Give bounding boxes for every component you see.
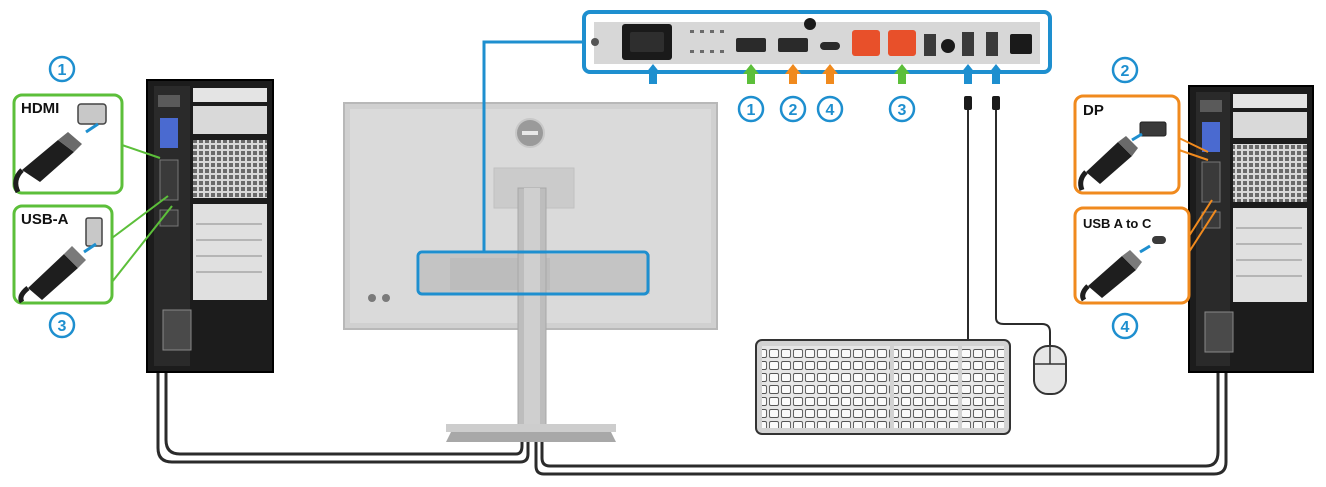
monitor-port-panel xyxy=(582,10,1052,74)
svg-text:2: 2 xyxy=(1121,63,1130,80)
lock-slot-icon xyxy=(804,18,816,30)
dp-callout-box: DP xyxy=(1073,94,1181,195)
left-tower-pc xyxy=(146,79,274,373)
panel-callout-1: 1 xyxy=(737,95,765,123)
svg-text:4: 4 xyxy=(1121,319,1130,336)
monitor-icon xyxy=(343,102,718,442)
hdmi-label: HDMI xyxy=(21,100,59,117)
cable-plugs xyxy=(964,96,1000,110)
usb-c-leader-line-1 xyxy=(1188,199,1213,237)
right-tower-pc xyxy=(1188,85,1314,373)
keyboard-icon xyxy=(755,339,1011,435)
usb-a-plug-icon xyxy=(18,217,103,304)
usb-a-leader-line-1 xyxy=(111,195,169,239)
highlight-connector-line xyxy=(482,40,584,252)
usb-a-to-c-label: USB A to C xyxy=(1083,216,1152,231)
hdmi-callout-box: HDMI xyxy=(12,93,124,195)
panel-callout-2: 2 xyxy=(779,95,807,123)
cable-bundle xyxy=(156,300,1228,476)
right-number-4: 4 xyxy=(1111,312,1139,340)
dp-plug-icon xyxy=(1078,121,1167,191)
usb-a-to-c-callout-box: USB A to C xyxy=(1073,206,1191,305)
usb-a-leader-line-2 xyxy=(111,205,173,283)
panel-arrows xyxy=(645,64,1004,84)
hdmi-leader-line xyxy=(121,144,161,159)
panel-callout-4: 4 xyxy=(816,95,844,123)
panel-callout-3: 3 xyxy=(888,95,916,123)
svg-text:1: 1 xyxy=(747,102,756,119)
usb-c-plug-icon xyxy=(1080,236,1166,302)
usb-a-callout-box: USB-A xyxy=(12,204,114,305)
svg-text:2: 2 xyxy=(789,102,798,119)
usb-c-leader-line-2 xyxy=(1188,209,1217,253)
peripheral-cables xyxy=(967,108,1051,346)
svg-text:3: 3 xyxy=(898,102,907,119)
right-number-2: 2 xyxy=(1111,56,1139,84)
left-number-3: 3 xyxy=(48,311,76,339)
mouse-icon xyxy=(1033,345,1067,395)
dp-label: DP xyxy=(1083,102,1104,119)
svg-text:3: 3 xyxy=(58,318,67,335)
usb-a-label: USB-A xyxy=(21,211,69,228)
hdmi-plug-icon xyxy=(13,103,107,194)
monitor-port-highlight xyxy=(416,250,650,296)
dp-leader-line-2 xyxy=(1178,149,1209,161)
left-number-1: 1 xyxy=(48,55,76,83)
svg-text:1: 1 xyxy=(58,62,67,79)
svg-text:4: 4 xyxy=(826,102,835,119)
dp-leader-line-1 xyxy=(1178,137,1209,153)
